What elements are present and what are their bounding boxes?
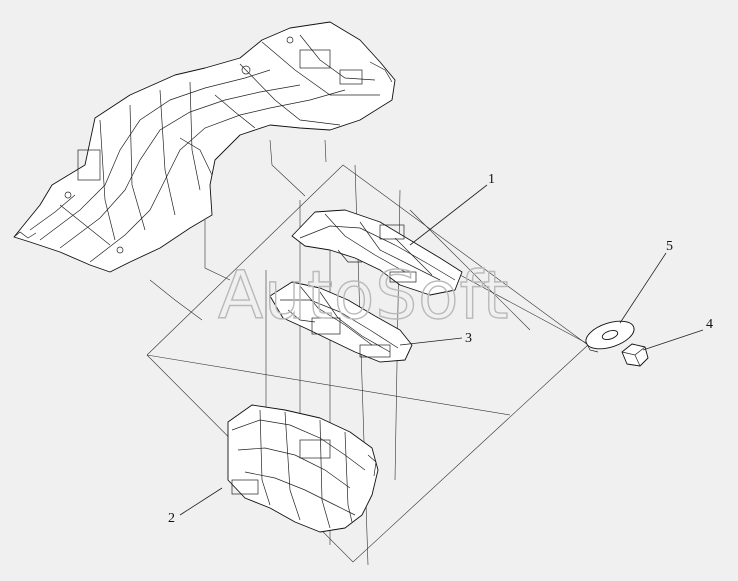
callout-1: 1	[488, 172, 495, 187]
callout-4: 4	[706, 317, 713, 332]
callout-3: 3	[465, 331, 472, 346]
part-1-tunnel-reinforcement	[291, 209, 463, 296]
floor-panel-assembly	[13, 21, 396, 273]
projection-lines	[149, 139, 591, 346]
part-5-washer	[585, 320, 635, 353]
part-3-floor-bracket	[269, 281, 413, 363]
callout-5: 5	[666, 239, 673, 254]
watermark-text: AutoSoft	[218, 257, 509, 334]
part-2-tunnel-cover	[227, 404, 379, 533]
callout-2: 2	[168, 511, 175, 526]
part-4-nut	[621, 343, 649, 367]
callout-leaders	[179, 184, 704, 516]
